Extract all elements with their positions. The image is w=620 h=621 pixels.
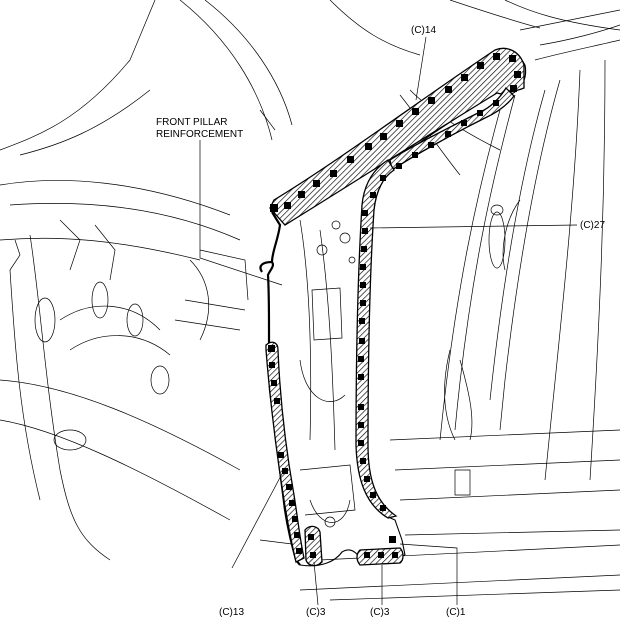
label-c27: (C)27 xyxy=(580,220,605,231)
label-front-pillar-line2: REINFORCEMENT xyxy=(156,129,243,140)
leader-lines xyxy=(199,36,578,606)
leader-c14 xyxy=(415,36,427,101)
leader-c3-left xyxy=(313,561,319,606)
label-c14: (C)14 xyxy=(411,25,436,36)
sealer-beads xyxy=(265,47,525,567)
callout-labels: FRONT PILLAR REINFORCEMENT (C)14 (C)27 (… xyxy=(156,25,605,618)
leader-c13 xyxy=(231,469,285,569)
spot-welds xyxy=(268,53,521,558)
label-front-pillar-line1: FRONT PILLAR xyxy=(156,117,228,128)
sealer-bead-c3-left xyxy=(304,525,323,567)
label-c1: (C)1 xyxy=(446,607,466,618)
label-c3-left: (C)3 xyxy=(306,607,326,618)
leader-c1 xyxy=(399,543,458,605)
label-c3-right: (C)3 xyxy=(370,607,390,618)
sealer-bead-c13 xyxy=(265,341,305,563)
leader-front-pillar xyxy=(199,140,283,286)
label-c13: (C)13 xyxy=(219,607,244,618)
leader-c27 xyxy=(369,224,578,229)
sealer-bead-c14 xyxy=(269,47,525,226)
background-body-lines xyxy=(0,0,620,601)
